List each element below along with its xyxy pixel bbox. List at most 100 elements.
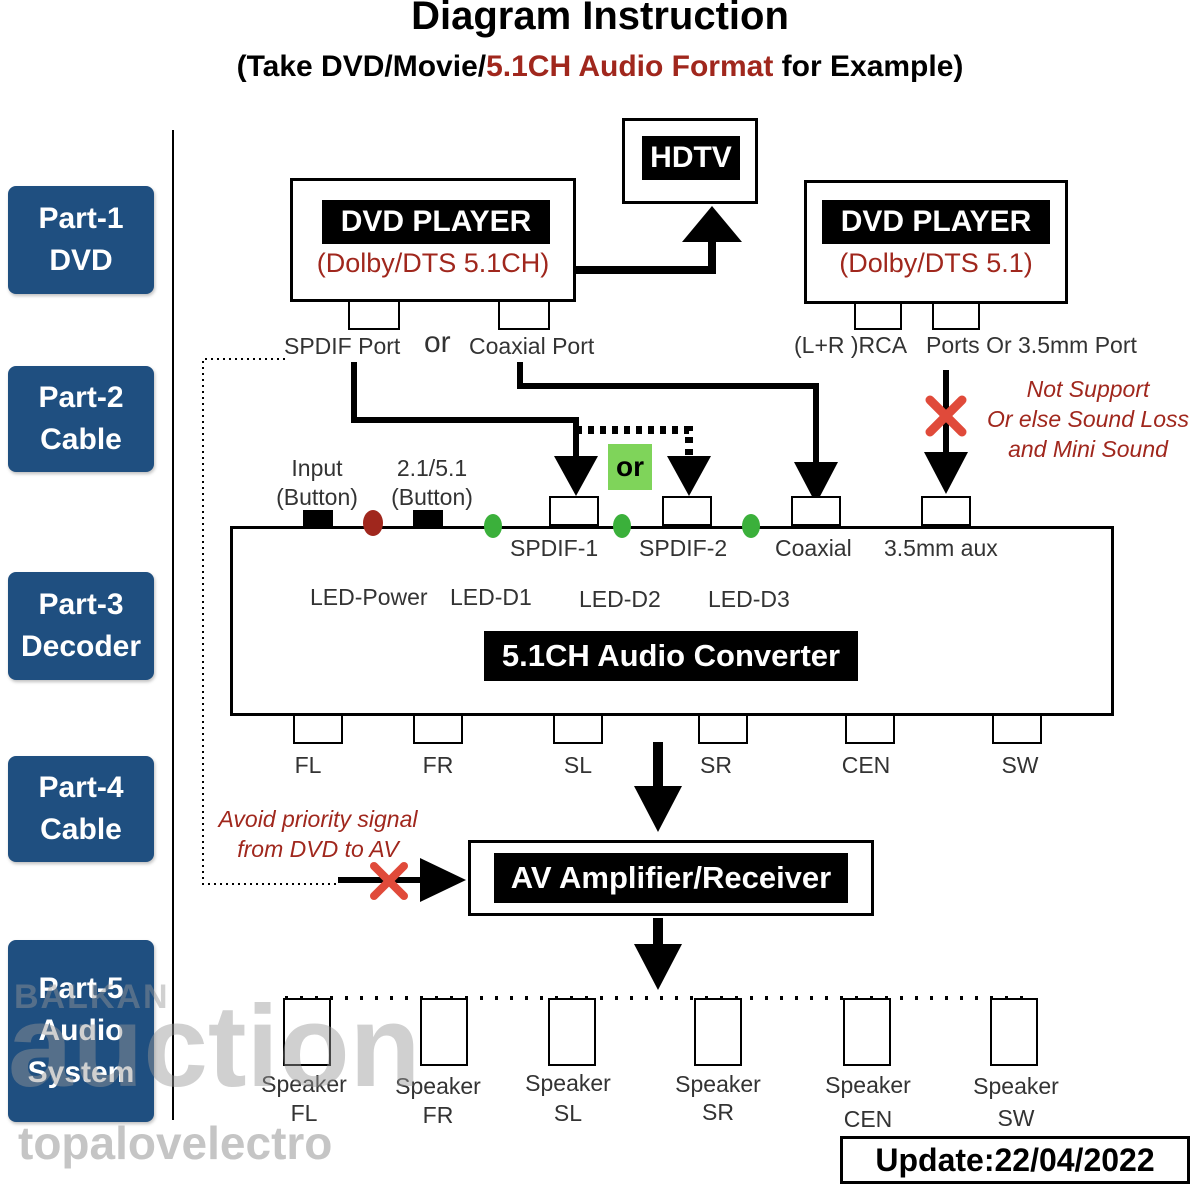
subtitle-suffix: for Example) — [773, 50, 964, 83]
or-label: or — [424, 326, 451, 359]
led-d3-label: LED-D3 — [708, 586, 790, 612]
avoid-x-icon — [370, 862, 408, 900]
aux-arrow-head — [924, 452, 968, 494]
dvd-player-left-name: DVD PLAYER — [322, 200, 550, 244]
spdif-2-input-port — [662, 496, 712, 526]
dvd-left-coaxial-port — [498, 300, 550, 330]
mode-button-label: 2.1/5.1 (Button) — [384, 454, 480, 512]
amp-to-speakers-arrow-head — [634, 944, 682, 990]
speaker-sl — [548, 998, 596, 1066]
speaker-cen — [843, 998, 891, 1066]
output-port-sr — [698, 714, 748, 744]
output-port-sl — [553, 714, 603, 744]
part-2-name: Cable — [40, 423, 122, 456]
part-5-name: Audio — [38, 1014, 124, 1047]
not-support-note: Not Support Or else Sound Loss and Mini … — [978, 374, 1198, 464]
speaker-sl-line-2: SL — [553, 1100, 583, 1126]
led-d2-label: LED-D2 — [579, 586, 661, 612]
led-power-indicator — [363, 510, 383, 536]
converter-to-amp-arrow-head — [634, 786, 682, 832]
dvd-player-right-name: DVD PLAYER — [822, 200, 1050, 244]
dvd-player-right-format: (Dolby/DTS 5.1) — [839, 248, 1033, 278]
led-d3-indicator — [742, 514, 760, 538]
speaker-fr-line-1: Speaker — [395, 1073, 481, 1099]
spdif-1-input-port — [549, 496, 599, 526]
mode-button-label-1: 2.1/5.1 — [396, 455, 468, 481]
aux-input-label: 3.5mm aux — [884, 535, 998, 561]
or-badge: or — [608, 444, 652, 490]
speaker-cen-line-2: CEN — [843, 1106, 893, 1132]
speaker-fl — [283, 998, 331, 1066]
speaker-sw — [990, 998, 1038, 1066]
part-4-title: Part-4 — [38, 771, 124, 804]
output-label-cen: CEN — [841, 752, 891, 778]
speaker-fl-line-1: Speaker — [261, 1071, 347, 1097]
aux-input-port — [921, 496, 971, 526]
output-port-sw — [992, 714, 1042, 744]
not-support-x-icon — [925, 395, 967, 437]
converter-title: 5.1CH Audio Converter — [484, 631, 858, 681]
spdif-2-arrow-head — [667, 456, 711, 496]
avoid-note-line-2: from DVD to AV — [237, 836, 399, 862]
coaxial-input-port — [791, 496, 841, 526]
output-label-sw: SW — [1001, 752, 1039, 778]
dvd-right-rca-port — [854, 302, 902, 330]
update-date: Update:22/04/2022 — [840, 1136, 1190, 1184]
divider-line — [172, 130, 174, 1120]
spdif-2-label: SPDIF-2 — [639, 535, 728, 561]
not-support-line-1: Not Support — [1026, 376, 1150, 402]
input-button-label: Input (Button) — [270, 454, 364, 512]
diagram-title: Diagram Instruction — [411, 0, 789, 38]
part-3-title: Part-3 — [38, 588, 124, 621]
speaker-sw-line-2: SW — [997, 1105, 1035, 1131]
speaker-cen-line-1: Speaker — [825, 1072, 911, 1098]
part-5-title: Part-5 — [38, 972, 124, 1005]
dvd-right-aux-port — [932, 302, 980, 330]
output-port-cen — [845, 714, 895, 744]
hdtv-arrow-head — [682, 206, 742, 242]
part-3-name: Decoder — [20, 630, 142, 663]
speaker-sl-line-1: Speaker — [525, 1070, 611, 1096]
output-label-sl: SL — [563, 752, 593, 778]
watermark-line-3: topalovelectro — [18, 1117, 333, 1169]
led-d1-indicator — [484, 514, 502, 538]
hdtv-label: HDTV — [642, 136, 740, 180]
output-label-fl: FL — [294, 752, 322, 778]
speaker-fr-line-2: FR — [422, 1102, 454, 1128]
subtitle-prefix: (Take DVD/Movie/ — [236, 50, 487, 83]
dvd-left-spdif-port — [348, 300, 400, 330]
led-d2-indicator — [613, 514, 631, 538]
led-power-label: LED-Power — [310, 584, 428, 610]
part-1-name: DVD — [49, 244, 113, 277]
converter-box — [230, 526, 1114, 716]
spdif-cable — [351, 362, 579, 458]
part-1-title: Part-1 — [38, 202, 124, 235]
watermark-line-1: BALKAN — [14, 978, 170, 1016]
spdif-alternate-dashed — [576, 426, 693, 458]
aux-port-label: Ports Or 3.5mm Port — [926, 332, 1137, 358]
input-button-label-1: Input — [291, 455, 343, 481]
speaker-sr-line-1: Speaker — [675, 1071, 761, 1097]
avoid-priority-note: Avoid priority signal from DVD to AV — [204, 804, 432, 864]
part-2-title: Part-2 — [38, 381, 124, 414]
dvd-player-left-format: (Dolby/DTS 5.1CH) — [316, 248, 550, 278]
mode-button-label-2: (Button) — [391, 484, 473, 510]
input-button[interactable] — [303, 510, 333, 528]
coaxial-cable — [517, 362, 819, 466]
amplifier-label: AV Amplifier/Receiver — [494, 853, 848, 903]
not-support-line-3: and Mini Sound — [1008, 436, 1168, 462]
mode-button[interactable] — [413, 510, 443, 528]
coaxial-arrow-head — [794, 462, 838, 504]
bypass-arrow-head — [420, 858, 466, 902]
coaxial-input-label: Coaxial — [775, 535, 852, 561]
part-4-name: Cable — [40, 813, 122, 846]
speaker-sr — [694, 998, 742, 1066]
